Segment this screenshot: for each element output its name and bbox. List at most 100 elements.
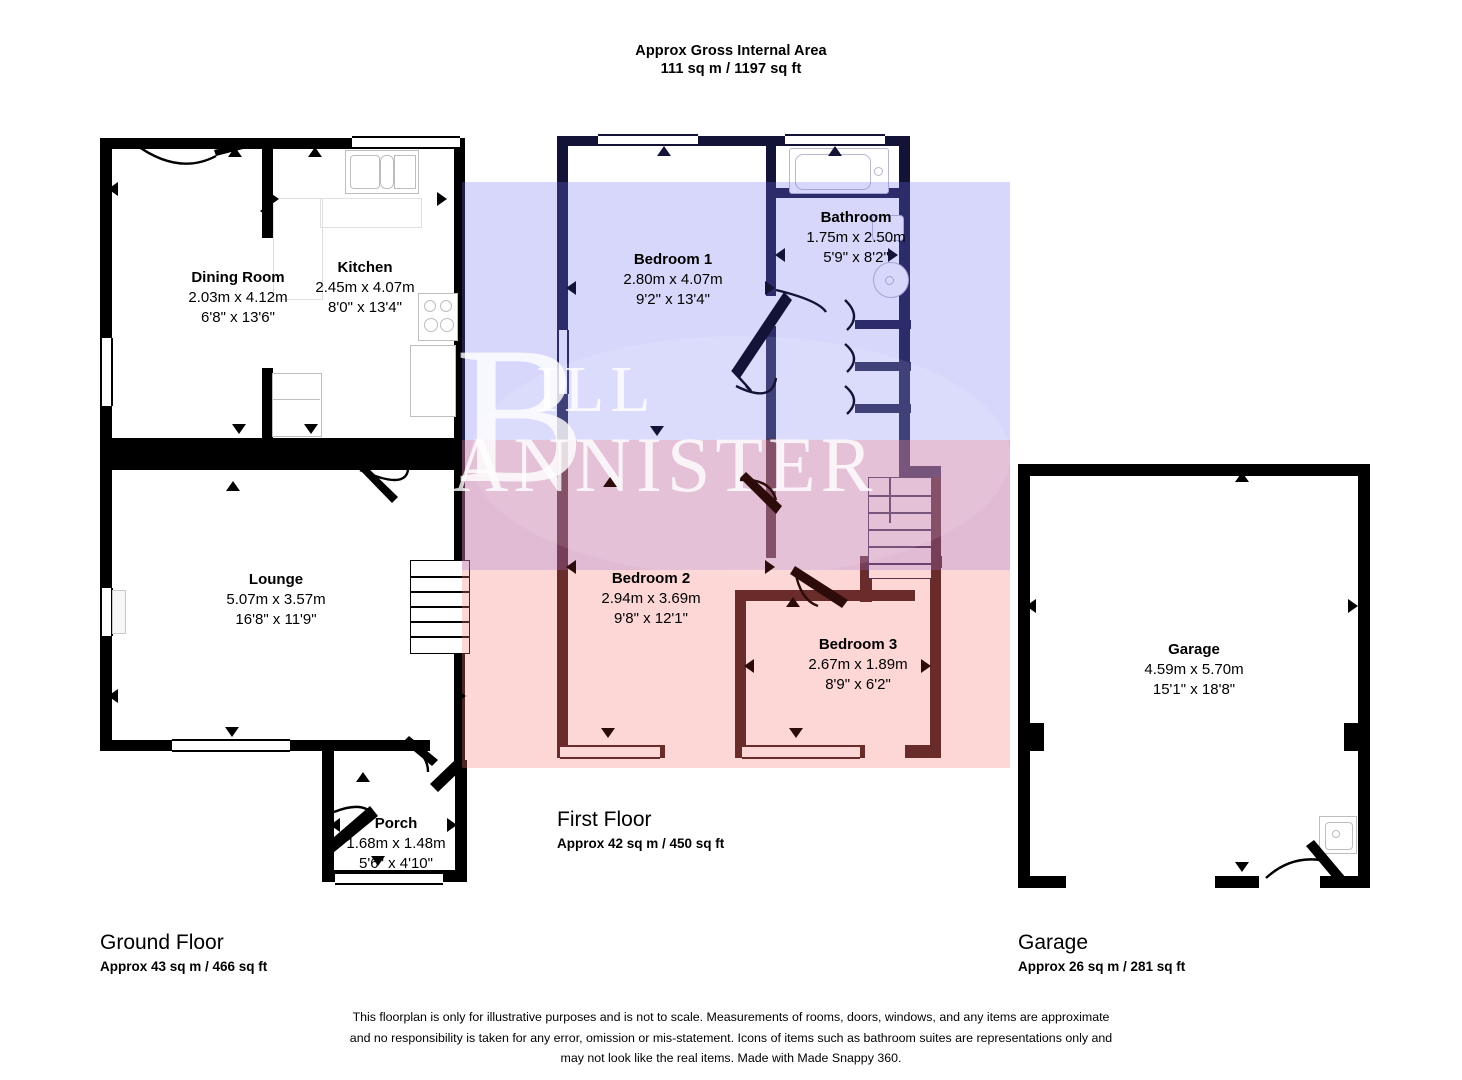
- gf-partition-kitchen-bottom: [262, 368, 273, 440]
- room-label-garage: Garage 4.59m x 5.70m 15'1" x 18'8": [1088, 640, 1300, 700]
- dimension-arrow-icon: [921, 659, 931, 673]
- dimension-arrow-icon: [260, 204, 270, 218]
- gf-window-porch-south: [335, 872, 443, 885]
- ff-window-bed2-south: [560, 745, 660, 759]
- toilet-icon: [872, 215, 904, 241]
- door-swing-icon: [1265, 858, 1321, 879]
- gf-wall-lounge-north: [100, 438, 360, 470]
- room-label-bedroom-1: Bedroom 1 2.80m x 4.07m 9'2" x 13'4": [550, 250, 796, 310]
- room-label-bedroom-3: Bedroom 3 2.67m x 1.89m 8'9" x 6'2": [760, 635, 956, 695]
- lounge-imperial: 16'8" x 11'9": [235, 611, 317, 628]
- gia-title: Approx Gross Internal Area: [635, 43, 827, 59]
- ff-wall-east-lower: [930, 466, 941, 758]
- disclaimer-line-2: and no responsibility is taken for any e…: [349, 1030, 1113, 1045]
- garage-metric: 4.59m x 5.70m: [1144, 661, 1244, 678]
- dimension-arrow-icon: [269, 192, 279, 206]
- dimension-arrow-icon: [566, 281, 576, 295]
- dining-room-name: Dining Room: [191, 269, 285, 286]
- garage-wall-west: [1018, 464, 1030, 888]
- gf-wall-north-b: [260, 138, 360, 149]
- gf-window-lounge-south: [172, 739, 290, 752]
- ff-window-bathroom-north: [785, 134, 885, 146]
- garage-pier-east: [1344, 723, 1370, 751]
- dimension-arrow-icon: [308, 147, 322, 157]
- dimension-arrow-icon: [356, 772, 370, 782]
- ff-window-bed3-south: [742, 745, 860, 759]
- ff-wall-west-upper: [557, 136, 568, 438]
- garage-wall-south-b: [1215, 876, 1259, 888]
- ff-window-bed1-west: [557, 330, 569, 394]
- garage-pier-west: [1018, 723, 1044, 751]
- bathroom-name: Bathroom: [820, 209, 892, 226]
- dimension-arrow-icon: [1235, 472, 1249, 482]
- room-label-lounge: Lounge 5.07m x 3.57m 16'8" x 11'9": [166, 570, 386, 630]
- bedroom-1-imperial: 9'2" x 13'4": [636, 291, 710, 308]
- ff-wall-bed3-west: [735, 590, 746, 750]
- dimension-arrow-icon: [657, 146, 671, 156]
- kitchen-imperial: 8'0" x 13'4": [328, 299, 402, 316]
- disclaimer-line-1: This floorplan is only for illustrative …: [352, 1010, 1110, 1024]
- porch-metric: 1.68m x 1.48m: [346, 835, 446, 852]
- ff-cupboard-wall-3: [855, 404, 911, 413]
- gf-wall-south-mid: [300, 740, 430, 751]
- radiator-icon: [112, 590, 126, 634]
- gf-wall-lounge-north-east: [355, 438, 465, 470]
- caption-first-floor: First Floor Approx 42 sq m / 450 sq ft: [557, 806, 724, 854]
- dimension-arrow-icon: [566, 560, 576, 574]
- disclaimer-line-3: may not look like the real items. Made w…: [560, 1051, 902, 1065]
- staircase-icon: [410, 560, 470, 654]
- bedroom-3-name: Bedroom 3: [818, 636, 898, 653]
- dimension-arrow-icon: [744, 659, 754, 673]
- gf-window-dining-west: [100, 338, 113, 406]
- dimension-arrow-icon: [371, 856, 385, 866]
- first-floor-area: Approx 42 sq m / 450 sq ft: [557, 836, 725, 851]
- garage-wall-south-c: [1320, 876, 1370, 888]
- dimension-arrow-icon: [456, 689, 466, 703]
- ff-wall-bed3-north: [735, 590, 915, 601]
- ff-partition-bed2: [766, 438, 776, 558]
- watermark-word-two: ANNISTER: [452, 421, 878, 508]
- bedroom-1-name: Bedroom 1: [633, 251, 713, 268]
- dimension-arrow-icon: [108, 182, 118, 196]
- bedroom-1-metric: 2.80m x 4.07m: [623, 271, 723, 288]
- dining-room-imperial: 6'8" x 13'6": [201, 309, 275, 326]
- ff-partition-bed1-a: [766, 146, 776, 296]
- room-label-bathroom: Bathroom 1.75m x 2.50m 5'9" x 8'2": [762, 208, 950, 268]
- dimension-arrow-icon: [330, 818, 340, 832]
- dimension-arrow-icon: [437, 192, 447, 206]
- cupboard-door-icon: [844, 385, 856, 415]
- caption-ground-floor: Ground Floor Approx 43 sq m / 466 sq ft: [100, 929, 267, 977]
- kitchen-worktop-icon: [410, 345, 456, 417]
- staircase-icon-first-floor: [868, 477, 932, 579]
- ff-wall-east-step: [899, 466, 941, 477]
- dimension-arrow-icon: [786, 597, 800, 607]
- ff-wall-east-upper: [899, 136, 910, 466]
- garage-title: Garage: [1018, 931, 1089, 954]
- garage-area: Approx 26 sq m / 281 sq ft: [1018, 959, 1186, 974]
- ff-partition-bed1-b: [766, 326, 776, 438]
- garage-wall-north: [1018, 464, 1370, 476]
- dimension-arrow-icon: [789, 728, 803, 738]
- ff-wall-north-b: [690, 136, 795, 146]
- dimension-arrow-icon: [888, 248, 898, 262]
- ff-wall-south-c: [905, 745, 941, 758]
- bedroom-3-metric: 2.67m x 1.89m: [808, 656, 908, 673]
- dimension-arrow-icon: [765, 281, 775, 295]
- dimension-arrow-icon: [228, 147, 242, 157]
- dimension-arrow-icon: [775, 248, 785, 262]
- room-label-porch: Porch 1.68m x 1.48m 5'6" x 4'10": [316, 814, 476, 874]
- dimension-arrow-icon: [603, 477, 617, 487]
- ff-wall-north-a: [557, 136, 605, 146]
- ff-window-bed1-north: [598, 134, 698, 146]
- bedroom-2-imperial: 9'8" x 12'1": [614, 610, 688, 627]
- ff-cupboard-wall-1: [855, 320, 911, 329]
- wash-basin-icon: [873, 262, 909, 298]
- porch-name: Porch: [374, 815, 418, 832]
- bathroom-imperial: 5'9" x 8'2": [823, 249, 889, 266]
- room-label-dining-room: Dining Room 2.03m x 4.12m 6'8" x 13'6": [88, 268, 388, 328]
- caption-garage: Garage Approx 26 sq m / 281 sq ft: [1018, 929, 1185, 977]
- kitchen-unit-divider: [272, 373, 320, 400]
- dimension-arrow-icon: [1235, 862, 1249, 872]
